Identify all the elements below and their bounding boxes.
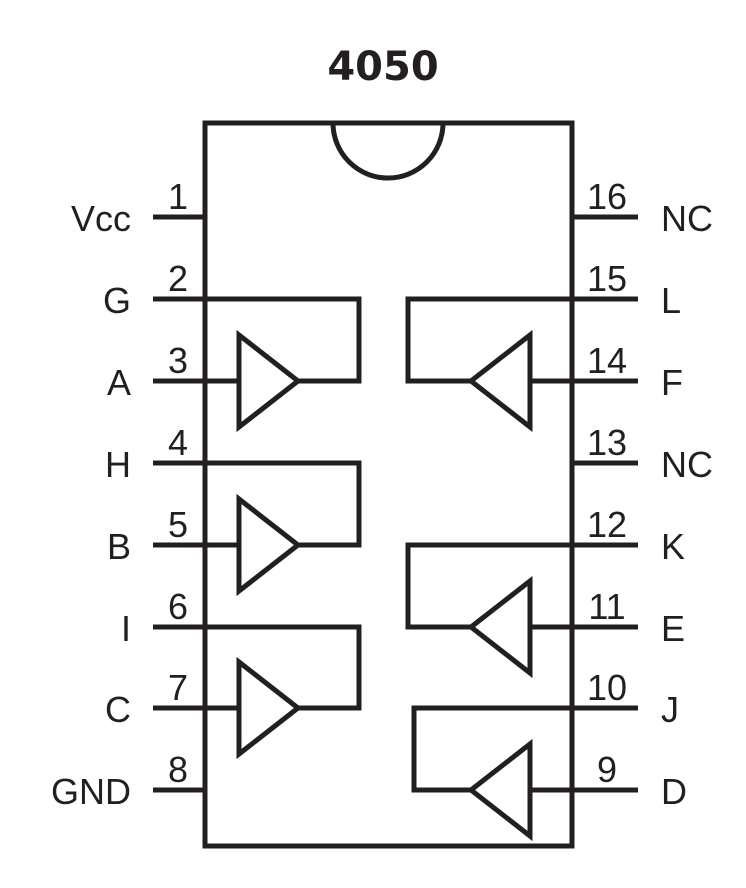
pin-name-left: G	[103, 280, 131, 321]
pin-name-right: J	[661, 689, 679, 730]
buffer-output-wire	[205, 624, 362, 711]
buffer-triangle	[466, 329, 533, 433]
pin-name-right: NC	[661, 198, 713, 239]
pin-number-left: 5	[168, 504, 188, 545]
pin-name-left: B	[107, 526, 131, 567]
chip-body	[202, 120, 575, 849]
pin1-notch	[330, 122, 446, 181]
pin-number-left: 8	[168, 749, 188, 790]
buffer-triangle	[236, 493, 303, 597]
pin-name-right: E	[661, 608, 685, 649]
buffer-gates	[205, 296, 572, 842]
pin-name-left: A	[107, 362, 131, 403]
pin-number-left: 3	[168, 340, 188, 381]
pin-number-left: 1	[168, 176, 188, 217]
buffer-triangle	[236, 329, 303, 433]
pin-number-left: 2	[168, 258, 188, 299]
pin-number-right: 10	[587, 667, 627, 708]
buffer-output-wire	[405, 542, 572, 630]
pin-name-left: I	[121, 608, 131, 649]
pin-number-right: 11	[588, 586, 625, 627]
chip-title: 4050	[327, 44, 438, 90]
pin-name-right: NC	[661, 444, 713, 485]
pin-number-right: 9	[597, 749, 617, 790]
pin-name-right: L	[661, 280, 681, 321]
pin-number-right: 16	[587, 176, 627, 217]
pin-name-left: H	[105, 444, 131, 485]
pin-name-right: D	[661, 771, 687, 812]
buffer-output-wire	[205, 460, 362, 548]
buffer-output-wire	[405, 296, 572, 384]
pin-name-left: Vcc	[71, 198, 131, 239]
pin-name-right: F	[661, 362, 683, 403]
buffer-triangle	[466, 575, 533, 679]
buffer-triangle	[466, 738, 533, 842]
pin-number-right: 12	[587, 504, 627, 545]
pin-number-right: 14	[587, 340, 627, 381]
pin-number-left: 7	[168, 667, 188, 708]
pin-name-left: GND	[51, 771, 131, 812]
pin-number-left: 4	[168, 422, 188, 463]
buffer-output-wire	[411, 705, 572, 793]
pin-name-left: C	[105, 689, 131, 730]
buffer-output-wire	[205, 296, 362, 384]
pin-number-right: 13	[587, 422, 627, 463]
pin-number-left: 6	[168, 586, 188, 627]
pin-name-right: K	[661, 526, 685, 567]
pin-number-right: 15	[587, 258, 627, 299]
buffer-triangle	[236, 656, 303, 760]
